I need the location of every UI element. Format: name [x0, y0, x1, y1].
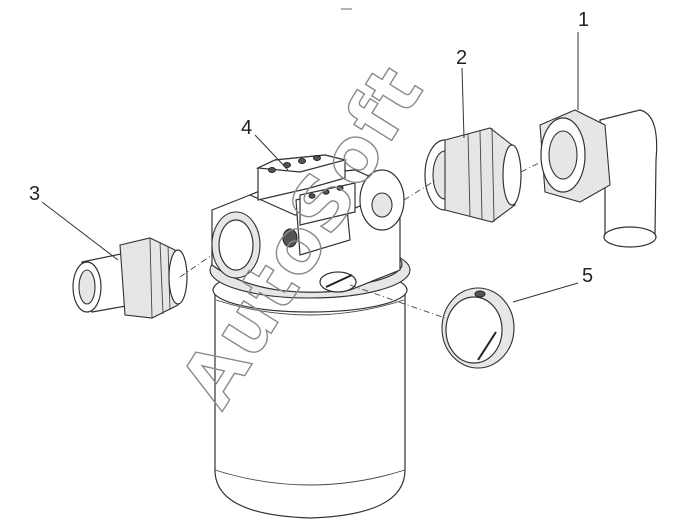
part-4-terminal-block	[255, 154, 356, 226]
part-1-elbow-fitting	[539, 109, 658, 248]
callout-1: 1	[578, 9, 589, 31]
callout-2: 2	[456, 47, 467, 69]
part-5-pressure-gauge	[441, 287, 515, 369]
assembly-axis-lines	[179, 161, 542, 319]
part-3-hose-fitting	[72, 237, 188, 319]
callout-5: 5	[582, 265, 593, 287]
callout-3: 3	[29, 183, 40, 205]
part-2-union-nut	[424, 127, 522, 223]
callout-4: 4	[241, 117, 252, 139]
leader-lines	[41, 32, 579, 303]
callout-labels: 1 2 3 4 5	[29, 9, 593, 287]
